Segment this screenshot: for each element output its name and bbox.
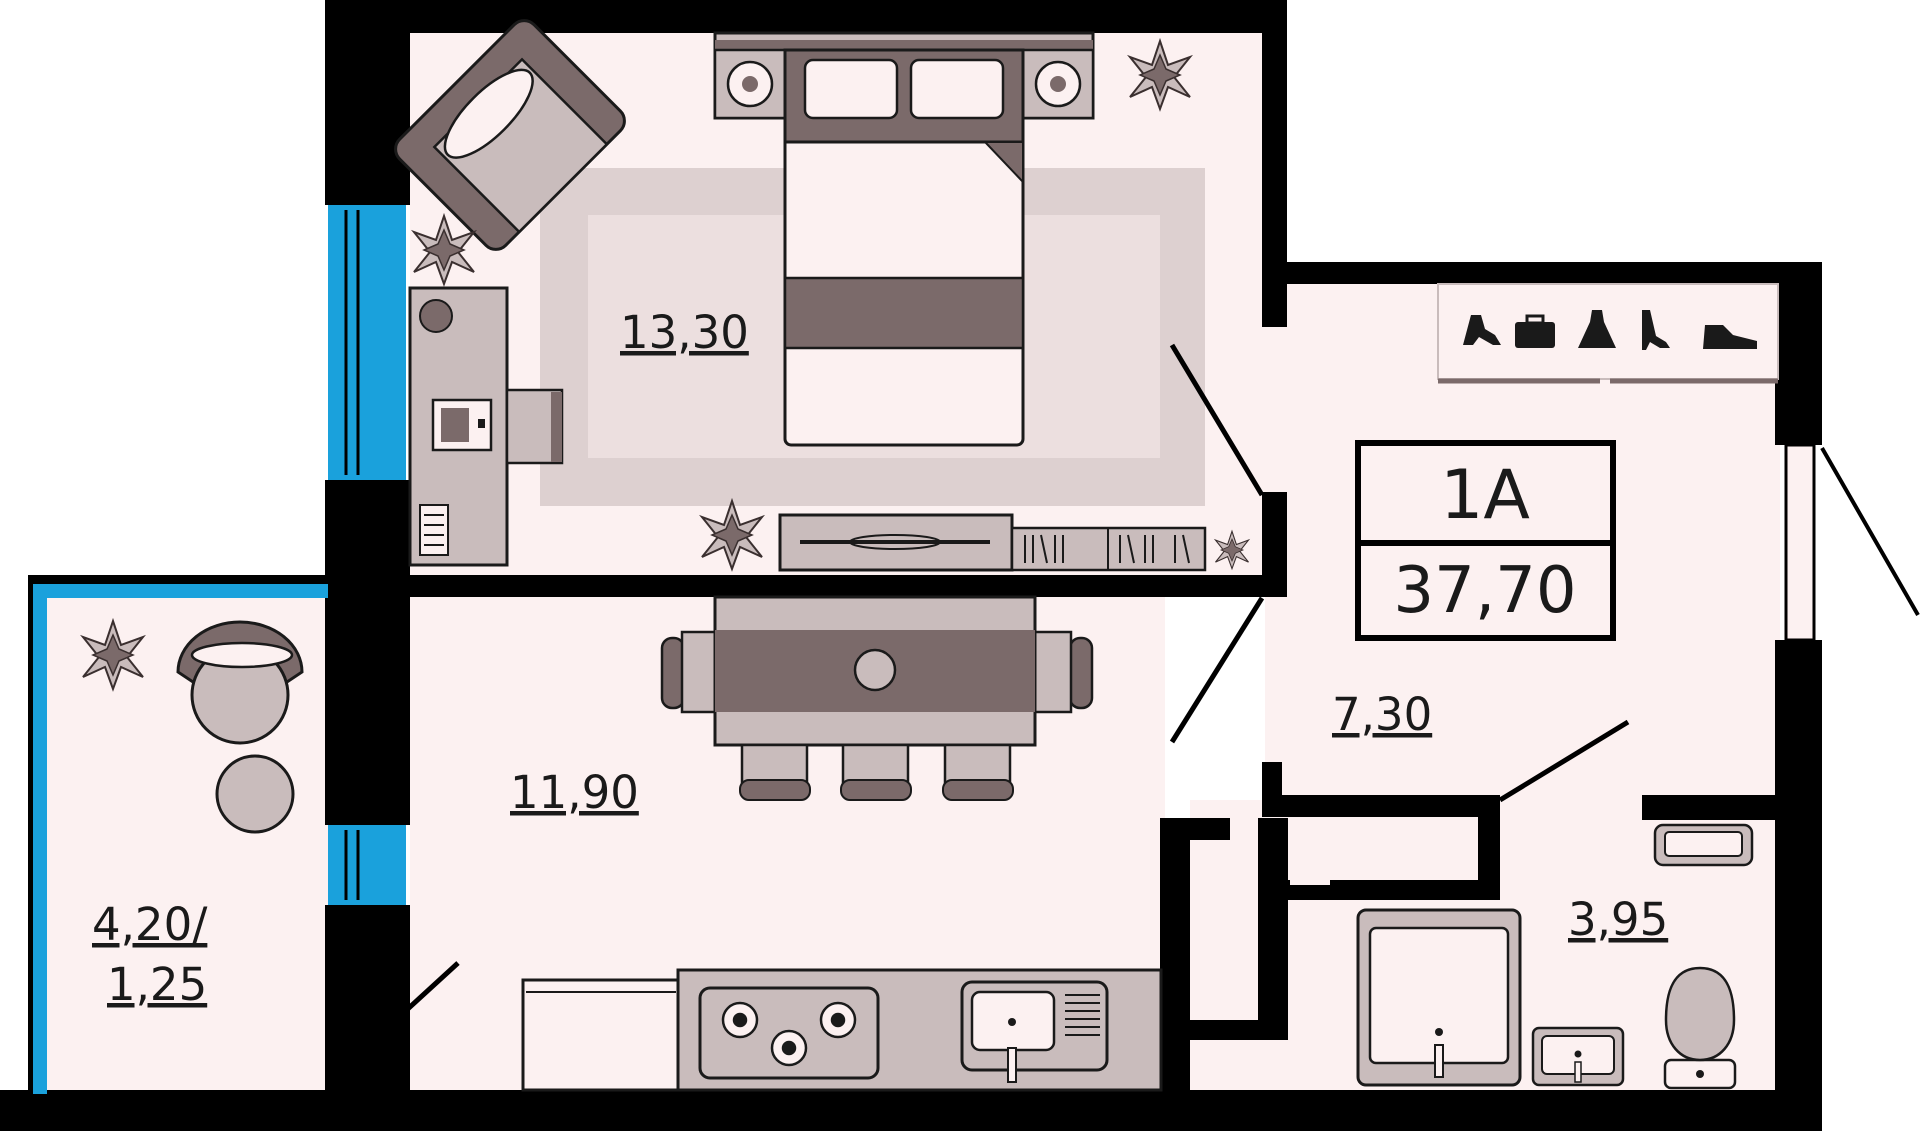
bathroom-fixtures [1356,823,1754,1090]
apartment-total-area: 37,70 [1393,554,1576,628]
balcony-furniture [176,620,304,834]
wall-top-bedroom [325,0,1275,33]
wall-left-bedroom-lower [325,480,410,825]
balcony-glazing-top [40,584,328,598]
bathroom-area-label: 3,95 [1568,893,1668,946]
kitchen-living-area-label: 11,90 [510,766,639,819]
wall-bath-left [1160,818,1190,1093]
wall-hall-lower-post [1262,762,1282,800]
wall-hallway-top [1262,262,1822,284]
balcony-table [215,754,295,834]
armchair [394,19,626,251]
dining-set [660,595,1094,801]
bedroom-window [328,205,406,480]
apartment-code: 1A [1440,456,1530,535]
door-swings [350,343,1630,1062]
apartment-badge: 1A 37,70 [1355,440,1616,641]
wall-bath-lower-ledge [1190,1020,1260,1040]
fridge [521,978,680,1092]
wall-right-lower [1775,640,1822,1131]
hallway-area-label: 7,30 [1332,688,1432,741]
bedroom-area-label: 13,30 [620,306,749,359]
desk [408,286,564,567]
bookshelf [1010,526,1207,572]
balcony-glazing-left [33,584,47,1094]
balcony-door-post [325,1048,410,1093]
toilet [1664,966,1736,1062]
wall-shaft-right [1478,795,1500,900]
balcony-area-label-line2: 1,25 [107,958,207,1011]
wall-bottom [0,1090,1822,1131]
wall-bath-top [1262,795,1500,817]
entrance-door [1784,443,1920,642]
kitchen-window [328,825,406,905]
kitchen-counter [521,968,1163,1092]
windows [33,205,406,1094]
briefcase-icon [1515,322,1555,348]
sneaker-icon [1703,325,1757,349]
dress-icon [1578,310,1616,348]
wardrobe [1437,283,1779,384]
wall-right-upper [1775,262,1822,445]
wall-bedroom-kitchen-divider [410,575,1287,597]
bed [713,31,1095,447]
heel-shoe-icon [1642,310,1670,350]
tv-stand [778,513,1014,572]
high-heel-icon [1463,315,1501,345]
balcony-area-label-line1: 4,20/ [92,898,208,951]
walls [0,0,1822,1131]
wall-bath-top-right [1642,795,1777,820]
wall-left-bedroom-upper [325,0,410,205]
shaft-niches [1190,822,1476,1005]
wall-bath-divider [1258,818,1288,1040]
